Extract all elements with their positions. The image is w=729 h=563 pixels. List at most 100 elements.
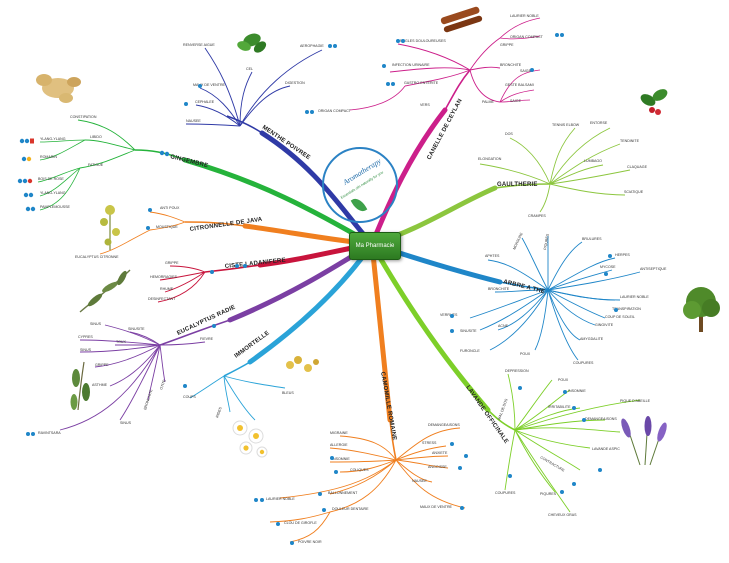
- ginger-root-icon: [36, 74, 81, 103]
- item-label: FATIGUE: [88, 163, 104, 167]
- item-label: MAUX DE VENTRE: [193, 83, 226, 87]
- item-label: SINUS: [120, 421, 132, 425]
- item-label: BRONCHITE: [500, 63, 522, 67]
- item-label: CRAMPES: [528, 214, 546, 218]
- item-label: DIGESTION: [285, 81, 305, 85]
- item-label: EUCALYPTUS CITRONNE: [75, 255, 119, 259]
- item-label: ANTISEPTIQUE: [640, 267, 667, 271]
- wintergreen-plant-icon: [640, 89, 668, 115]
- item-label: VERS: [420, 103, 430, 107]
- item-label: LAURIER NOBLE: [266, 497, 295, 501]
- item-label: COUP DE SOLEIL: [605, 315, 635, 319]
- branch-immortelle[interactable]: [189, 241, 375, 421]
- item-label: TRANSPIRATION: [612, 307, 641, 311]
- branch-label: GINGEMBRE: [170, 154, 209, 169]
- item-label: ASTHME: [92, 383, 108, 387]
- item-label: COUPURES: [573, 361, 594, 365]
- item-label: REGLES DOULOUREUSES: [400, 39, 446, 43]
- item-label: DEMANGEAISONS: [585, 417, 617, 421]
- item-label: INFECTION URINAIRE: [392, 63, 430, 67]
- item-label: BRONCHITE: [143, 388, 154, 410]
- item-label: SINUS: [90, 322, 102, 326]
- lavender-flower-icon: [621, 416, 667, 466]
- item-label: MIGRAINE: [330, 431, 348, 435]
- item-label: GRIPPE: [95, 363, 109, 367]
- item-label: STRESS: [422, 441, 437, 445]
- item-label: FIEVRE: [200, 337, 214, 341]
- item-label: BLEUS: [282, 391, 294, 395]
- item-label: CHEVEUX GRAS: [548, 513, 577, 517]
- item-label: AMYGDALITE: [580, 337, 604, 341]
- item-label: RIDES: [215, 406, 223, 418]
- item-label: SINUS: [80, 348, 92, 352]
- item-label: TENDINITE: [620, 139, 640, 143]
- branch-citronnelle[interactable]: [99, 211, 375, 255]
- item-label: GINGIVITE: [595, 323, 614, 327]
- item-label: DOULEUR DENTAIRE: [332, 507, 369, 511]
- item-label: PAMPLEMOUSSE: [40, 205, 70, 209]
- tea-tree-icon: [683, 287, 720, 332]
- chamomile-flower-icon: [232, 420, 268, 458]
- item-label: PALME: [482, 100, 495, 104]
- item-label: MYCOSE: [600, 265, 616, 269]
- item-label: GESTE BALSAMI: [505, 83, 534, 87]
- item-label: ROMARIN: [40, 155, 57, 159]
- item-label: RENVERSE AIGUE: [183, 43, 215, 47]
- item-label: ALLERGIE: [330, 443, 348, 447]
- item-label: PIQURES: [543, 233, 550, 250]
- item-label: APHTES: [485, 254, 500, 258]
- item-label: GRIPPE: [165, 261, 179, 265]
- item-label: CEPHALEE: [195, 100, 215, 104]
- item-label: MOUSTIQUE: [156, 225, 178, 229]
- item-label: CLOU DE GIROFLE: [284, 521, 317, 525]
- item-label: RAVINTSARA: [38, 431, 61, 435]
- branch-arbre-a-the[interactable]: [369, 236, 641, 361]
- branch-ciste[interactable]: [157, 241, 375, 303]
- cistus-branch-icon: [79, 269, 131, 313]
- item-label: PIQURES: [540, 492, 557, 496]
- item-label: COLIQUES: [350, 468, 369, 472]
- item-label: ELONGATION: [478, 157, 502, 161]
- branch-camomille[interactable]: [269, 241, 466, 543]
- branch-label: GAULTHERIE: [497, 182, 538, 188]
- item-label: POUX: [558, 378, 569, 382]
- item-label: AEROPHAGIE: [300, 44, 324, 48]
- branch-eucalyptus[interactable]: [59, 241, 375, 431]
- branch-label: MENTHE POIVREE: [261, 125, 311, 162]
- central-topic[interactable]: Ma Pharmacie: [349, 232, 401, 260]
- item-label: LAURIER NOBLE: [510, 14, 539, 18]
- item-label: MAUX DE VENTRE: [420, 505, 453, 509]
- item-label: FURONCLE: [460, 349, 480, 353]
- central-topic-label: Ma Pharmacie: [355, 243, 395, 249]
- item-label: NAUSEE: [412, 479, 427, 483]
- item-label: SCIATIQUE: [624, 190, 644, 194]
- item-label: LIBIDO: [90, 135, 102, 139]
- item-label: INSOMNIE: [568, 389, 586, 393]
- item-label: ANGOISSE: [428, 465, 447, 469]
- ingredient-icons-gingembre: [17, 138, 170, 212]
- item-label: LAURIER NOBLE: [620, 295, 649, 299]
- item-label: BRULURES: [582, 237, 602, 241]
- branch-canelle[interactable]: [349, 17, 541, 247]
- aromatherapy-logo: Aromatherapy Essentials oils naturally f…: [322, 147, 398, 223]
- item-label: DESINFECTANT: [148, 297, 176, 301]
- cinnamon-stick-icon: [440, 6, 483, 33]
- item-label: ORIGAN COMPACT: [318, 109, 352, 113]
- item-label: NAUSEE: [186, 119, 201, 123]
- item-label: CONTRACTURE: [540, 455, 566, 473]
- item-label: DEMANGEAISONS: [428, 423, 460, 427]
- item-label: POIVRE NOIR: [298, 540, 322, 544]
- item-label: RHUME: [160, 287, 174, 291]
- item-label: BOIS DE ROSE: [38, 177, 64, 181]
- item-label: BALLONNEMENT: [328, 491, 358, 495]
- item-label: ACNE: [498, 324, 509, 328]
- item-label: ANTI POUX: [160, 206, 180, 210]
- branch-lavande[interactable]: [369, 241, 641, 513]
- ingredient-dot-icons: [26, 33, 618, 545]
- item-label: DOS: [505, 132, 513, 136]
- item-label: PIQUE D'ABEILLE: [620, 399, 651, 403]
- item-label: ANXIETE: [432, 451, 448, 455]
- item-label: CLAQUAGE: [627, 165, 648, 169]
- item-label: TOUX: [116, 340, 127, 344]
- item-label: YLANG-YLANG: [40, 137, 66, 141]
